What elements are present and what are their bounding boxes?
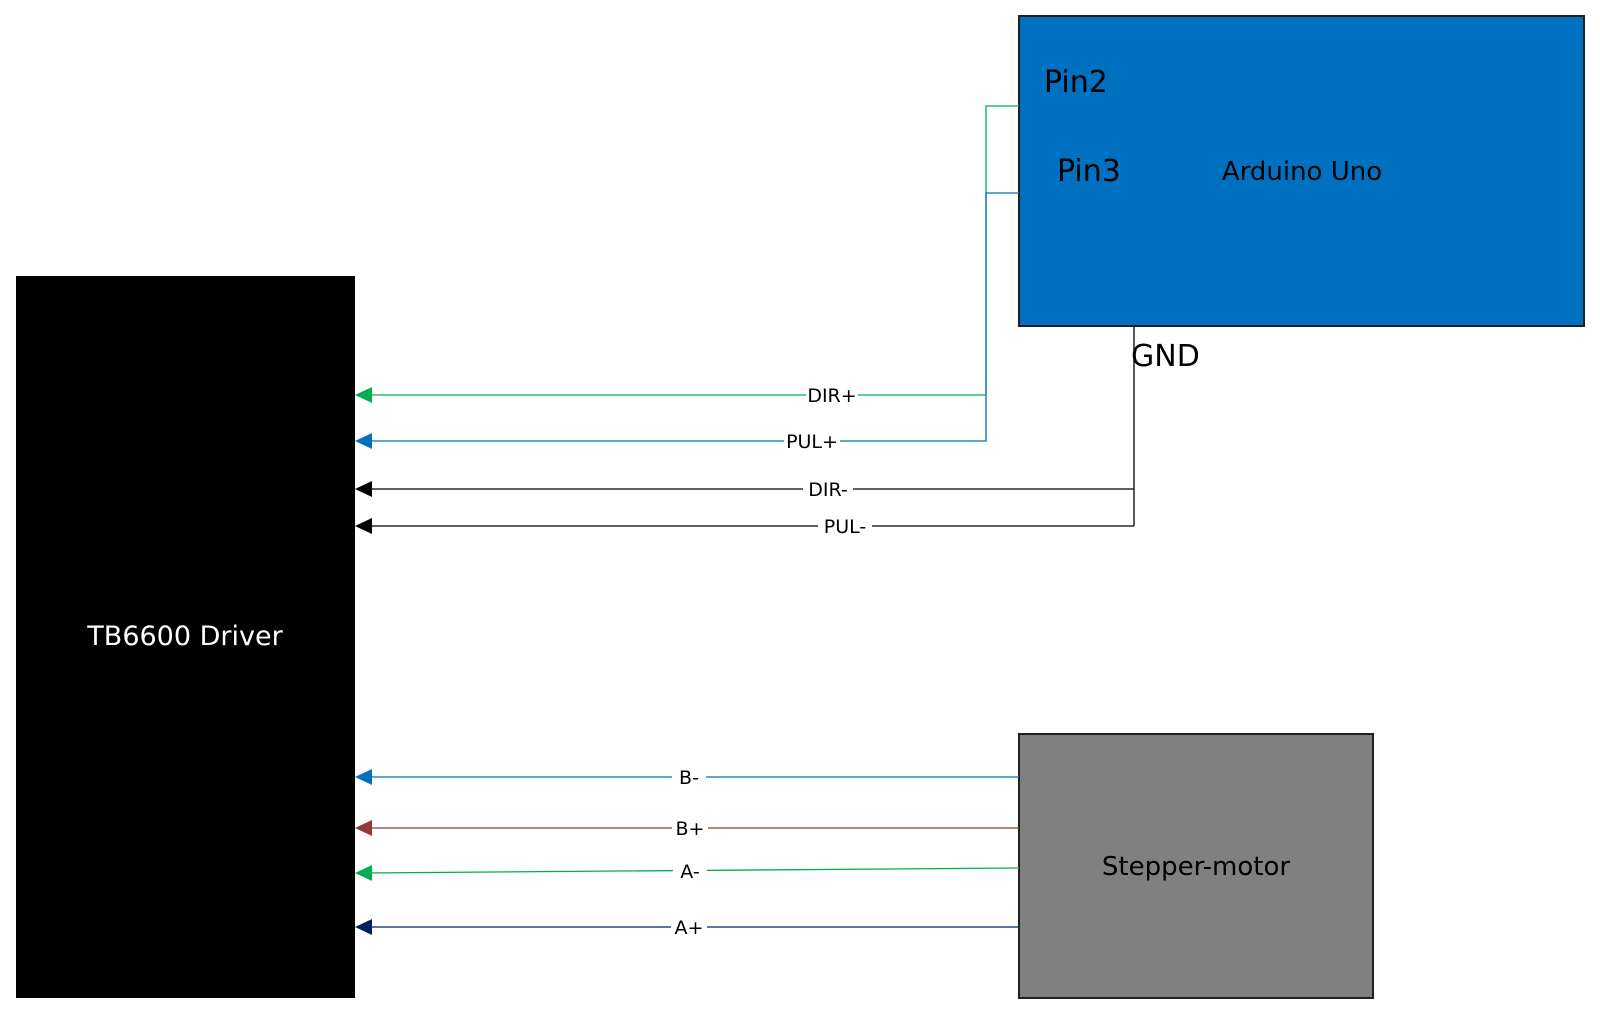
arduino-uno-label: Arduino Uno — [1222, 157, 1382, 187]
wire-dir-minus-label: DIR- — [808, 479, 848, 501]
wire-pul-plus-line — [361, 192, 1019, 442]
wire-a-plus-arrow — [355, 919, 372, 935]
wire-pul-plus: PUL+ — [355, 192, 1019, 453]
wire-b-minus: B- — [355, 766, 1019, 789]
wire-dir-plus-label: DIR+ — [807, 385, 856, 407]
wire-a-plus: A+ — [355, 916, 1019, 939]
wire-b-plus-arrow — [355, 820, 372, 836]
wire-b-minus-arrow — [355, 769, 372, 785]
wire-dir-plus-line — [361, 105, 1019, 396]
tb6600-driver-box — [16, 276, 355, 998]
wire-a-minus: A- — [355, 860, 1020, 883]
stepper-motor-label: Stepper-motor — [1102, 852, 1290, 882]
wire-dir-minus-arrow — [355, 481, 372, 497]
wire-dir-plus: DIR+ — [355, 105, 1019, 407]
pin3-label: Pin3 — [1057, 154, 1121, 189]
wire-a-plus-label: A+ — [675, 917, 704, 939]
tb6600-driver-block: TB6600 Driver — [16, 276, 355, 998]
wire-pul-plus-label: PUL+ — [786, 431, 838, 453]
pin2-label: Pin2 — [1044, 65, 1108, 100]
wire-a-minus-label: A- — [680, 861, 699, 883]
wire-dir-plus-arrow — [355, 387, 372, 403]
stepper-motor-block: Stepper-motor — [1018, 733, 1374, 999]
arduino-uno-block: Pin2 Pin3 Arduino Uno — [1018, 15, 1585, 327]
tb6600-driver-label: TB6600 Driver — [86, 621, 283, 652]
wire-dir-minus: DIR- — [355, 478, 1134, 501]
wire-pul-minus-arrow — [355, 518, 372, 534]
wire-a-minus-arrow — [355, 865, 372, 881]
wire-pul-minus-label: PUL- — [824, 516, 866, 538]
gnd-label: GND — [1131, 339, 1200, 374]
stepper-motor-box — [1018, 733, 1374, 999]
wire-b-plus: B+ — [355, 817, 1019, 840]
wire-b-plus-label: B+ — [676, 818, 705, 840]
arduino-uno-box — [1018, 15, 1585, 327]
wire-pul-minus: PUL- — [355, 515, 1134, 538]
wire-pul-plus-arrow — [355, 433, 372, 449]
wire-b-minus-label: B- — [679, 767, 699, 789]
